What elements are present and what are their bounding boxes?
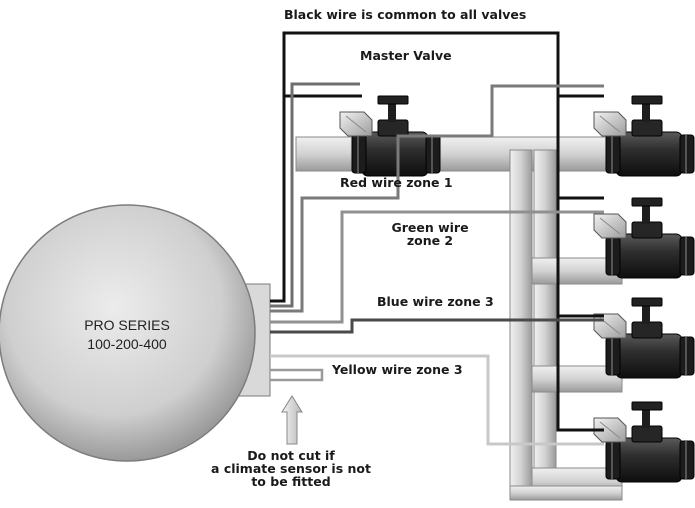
green-wire-label-line1: Green wire — [391, 220, 469, 235]
green-wire — [270, 210, 604, 324]
black-wire — [270, 31, 604, 432]
note-line2: a climate sensor is not — [211, 461, 371, 476]
blue-wire-label: Blue wire zone 3 — [377, 294, 494, 309]
yellow-wire — [270, 354, 604, 446]
master-valve-label: Master Valve — [360, 48, 452, 63]
zone-valve-2 — [593, 197, 695, 279]
climate-sensor-note: Do not cut if a climate sensor is not to… — [196, 449, 386, 488]
controller-label: PRO SERIES 100-200-400 — [52, 316, 202, 354]
green-wire-label-line2: zone 2 — [406, 233, 454, 248]
up-arrow-icon — [281, 395, 303, 445]
note-line1: Do not cut if — [247, 448, 335, 463]
yellow-wire-label: Yellow wire zone 3 — [332, 362, 463, 377]
controller-model-line: PRO SERIES — [84, 317, 170, 333]
master-valve-wire — [270, 82, 360, 308]
zone-valve-3 — [593, 297, 695, 379]
controller-number-line: 100-200-400 — [87, 336, 167, 352]
note-line3: to be fitted — [251, 474, 331, 489]
zone-valve-4 — [593, 401, 695, 483]
controller-unit — [0, 204, 271, 462]
red-wire — [270, 84, 604, 313]
green-wire-label: Green wire zone 2 — [384, 221, 476, 247]
zone-valve-1 — [593, 95, 695, 177]
red-wire-label: Red wire zone 1 — [340, 175, 453, 190]
sensor-loop-wire — [270, 368, 324, 382]
black-wire-label: Black wire is common to all valves — [284, 7, 527, 22]
blue-wire — [270, 318, 604, 334]
